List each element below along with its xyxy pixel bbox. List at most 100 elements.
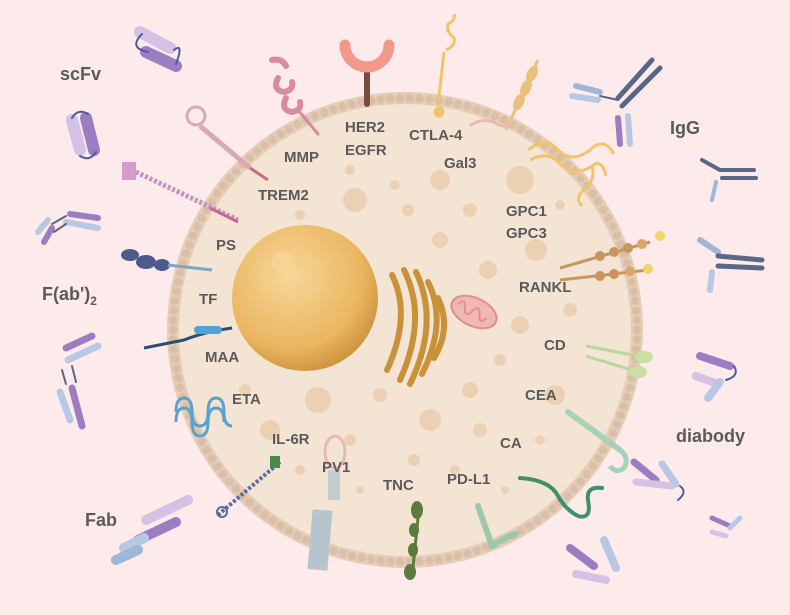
vesicle xyxy=(450,465,460,475)
fab-glyph xyxy=(111,495,193,565)
vesicle xyxy=(344,434,356,446)
vesicle xyxy=(432,232,448,248)
membrane-bead xyxy=(188,231,198,240)
membrane-bead xyxy=(276,129,285,139)
vesicle xyxy=(402,204,414,216)
ca-receptor xyxy=(518,476,604,519)
membrane-bead xyxy=(632,345,641,354)
membrane-bead xyxy=(525,521,534,531)
eta-receptor xyxy=(174,396,233,438)
membrane-bead xyxy=(357,553,366,563)
membrane-bead xyxy=(219,181,228,191)
tf-receptor xyxy=(121,249,213,272)
receptor-labels: HER2 EGFR CTLA-4 MMP Gal3 TREM2 GPC1 GPC… xyxy=(199,119,572,494)
label-rankl: RANKL xyxy=(519,279,572,296)
membrane-bead xyxy=(576,174,585,183)
diabody-glyph-1 xyxy=(692,352,737,402)
vesicle xyxy=(563,303,577,317)
membrane-bead xyxy=(608,222,617,231)
vesicle xyxy=(408,454,420,466)
membrane-bead xyxy=(252,504,262,513)
membrane-bead xyxy=(197,437,206,446)
membrane-bead xyxy=(576,477,585,486)
membrane-bead xyxy=(176,383,185,392)
vesicle xyxy=(373,388,387,402)
label-ca: CA xyxy=(500,435,522,452)
membrane-bead xyxy=(293,120,302,129)
vesicle xyxy=(260,420,280,440)
vesicle xyxy=(462,382,478,398)
membrane-bead xyxy=(376,95,385,104)
cd-receptor xyxy=(585,344,653,378)
rankl-receptor xyxy=(559,231,665,282)
label-eta: ETA xyxy=(232,391,261,408)
pdl1-receptor xyxy=(475,503,519,549)
label-tf: TF xyxy=(199,291,217,308)
membrane-bead xyxy=(169,306,178,315)
gal3-receptor xyxy=(469,59,540,131)
gpc-receptor xyxy=(527,141,616,208)
membrane-bead xyxy=(463,102,472,111)
label-fab: Fab xyxy=(85,510,117,530)
membrane-bead xyxy=(347,551,357,561)
membrane-bead xyxy=(490,111,500,121)
igg-glyph-1 xyxy=(569,57,663,147)
membrane-bead xyxy=(472,546,481,555)
membrane-bead xyxy=(268,516,277,525)
membrane-bead xyxy=(632,335,641,344)
antibody-format-labels: scFv IgG F(ab')2 diabody Fab xyxy=(42,64,745,530)
membrane-bead xyxy=(516,124,526,134)
membrane-bead xyxy=(604,214,613,223)
membrane-bead xyxy=(395,557,405,567)
membrane-bead xyxy=(594,197,603,206)
membrane-bead xyxy=(625,383,634,392)
membrane-bead xyxy=(599,446,608,455)
membrane-bead xyxy=(599,205,608,214)
membrane-bead xyxy=(499,115,508,125)
vesicle xyxy=(545,385,565,405)
membrane-bead xyxy=(616,240,625,249)
membrane-bead xyxy=(622,258,632,268)
membrane-bead xyxy=(588,189,597,198)
vesicle xyxy=(295,210,305,220)
pv1-receptor xyxy=(307,434,347,571)
maa-receptor xyxy=(143,326,233,350)
il6r-receptor xyxy=(216,456,282,518)
nucleolus xyxy=(272,252,292,272)
membrane-bead xyxy=(366,555,376,564)
label-gpc3: GPC3 xyxy=(506,225,547,242)
label-il6r: IL-6R xyxy=(272,431,310,448)
label-ps: PS xyxy=(216,237,236,254)
membrane-bead xyxy=(582,469,591,479)
membrane-bead xyxy=(319,108,329,117)
membrane-bead xyxy=(310,111,320,121)
membrane-bead xyxy=(425,556,434,565)
membrane-bead xyxy=(169,345,178,354)
igg-glyph-3 xyxy=(697,237,765,293)
vesicle xyxy=(463,203,477,217)
membrane-bead xyxy=(395,93,405,103)
membrane-bead xyxy=(631,296,640,306)
label-fab2: F(ab')2 xyxy=(42,284,97,308)
label-tnc: TNC xyxy=(383,477,414,494)
tnc-receptor xyxy=(404,501,423,580)
label-mmp: MMP xyxy=(284,149,319,166)
label-fab2-main: F(ab') xyxy=(42,284,90,304)
membrane-bead xyxy=(548,504,558,513)
membrane-bead xyxy=(563,491,572,500)
membrane-bead xyxy=(173,277,183,286)
cea-receptor xyxy=(565,409,629,474)
vesicle xyxy=(390,180,400,190)
membrane-bead xyxy=(219,469,228,479)
membrane-bead xyxy=(569,484,579,493)
receptors xyxy=(121,13,665,580)
label-igg: IgG xyxy=(670,118,700,138)
vesicle xyxy=(305,387,331,413)
label-egfr: EGFR xyxy=(345,142,387,159)
membrane-bead xyxy=(213,189,222,198)
vesicle xyxy=(501,486,509,494)
membrane-bead xyxy=(338,549,347,558)
membrane-bead xyxy=(225,174,234,183)
membrane-bead xyxy=(172,364,181,373)
